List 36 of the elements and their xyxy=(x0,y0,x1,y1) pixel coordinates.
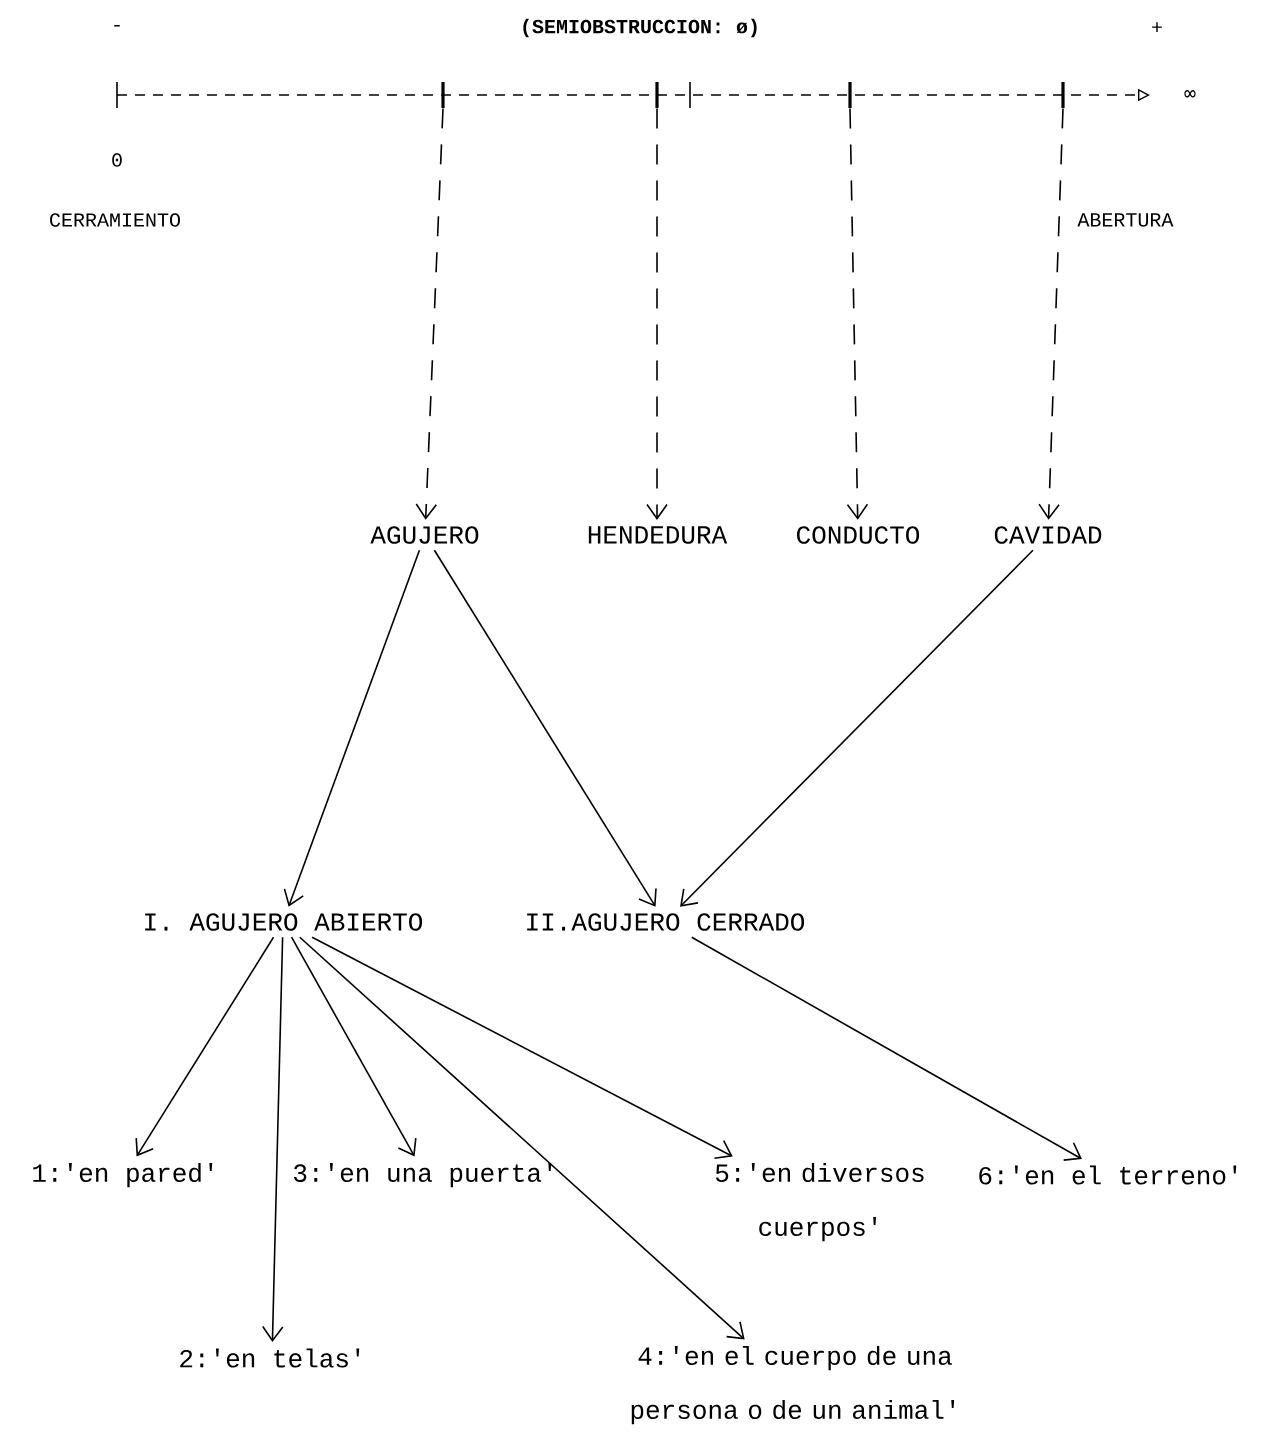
term-label: 5:'en diversos cuerpos' xyxy=(715,1162,924,1242)
scale-end-label: ABERTURA xyxy=(1077,213,1174,227)
scale-end-label: CERRAMIENTO xyxy=(50,213,180,227)
term-label: 1:'en pared' xyxy=(33,1162,213,1188)
term-label: 6:'en el terreno' xyxy=(979,1165,1237,1185)
plus-sign: + xyxy=(1152,22,1162,33)
term-label: I. AGUJERO ABIERTO xyxy=(145,913,423,931)
arrow xyxy=(135,936,275,1157)
term-label: II.AGUJERO CERRADO xyxy=(527,913,805,931)
arrow xyxy=(262,936,284,1343)
arrow xyxy=(290,936,417,1157)
arrow xyxy=(433,549,657,907)
arrow xyxy=(690,936,1082,1161)
term-label: 2:'en telas' xyxy=(180,1348,360,1368)
term-label: 3:'en una puerta' xyxy=(294,1162,552,1188)
arrow xyxy=(1038,107,1064,520)
term-label: AGUJERO xyxy=(370,526,479,544)
term-label: 4:'en el cuerpo de una persona o de un animal' xyxy=(631,1345,955,1425)
arrow xyxy=(298,936,745,1340)
zero-label: 0 xyxy=(112,153,122,167)
arrow xyxy=(283,549,421,907)
arrow xyxy=(415,107,444,520)
infinity-sign: ∞ xyxy=(1184,90,1196,98)
minus-sign: - xyxy=(114,24,120,27)
arrow xyxy=(646,107,668,520)
tick-mark xyxy=(441,82,445,108)
tick-mark xyxy=(655,82,659,108)
tick-mark xyxy=(848,82,852,108)
arrow xyxy=(311,936,733,1160)
tick-mark xyxy=(1061,82,1065,108)
arrow xyxy=(680,549,1034,907)
term-label: CONDUCTO xyxy=(797,526,920,544)
term-label: HENDEDURA xyxy=(588,526,728,544)
term-label: CAVIDAD xyxy=(994,526,1102,544)
scale-title: (SEMIOBSTRUCCION: ø) xyxy=(523,18,757,38)
arrow xyxy=(846,107,869,520)
